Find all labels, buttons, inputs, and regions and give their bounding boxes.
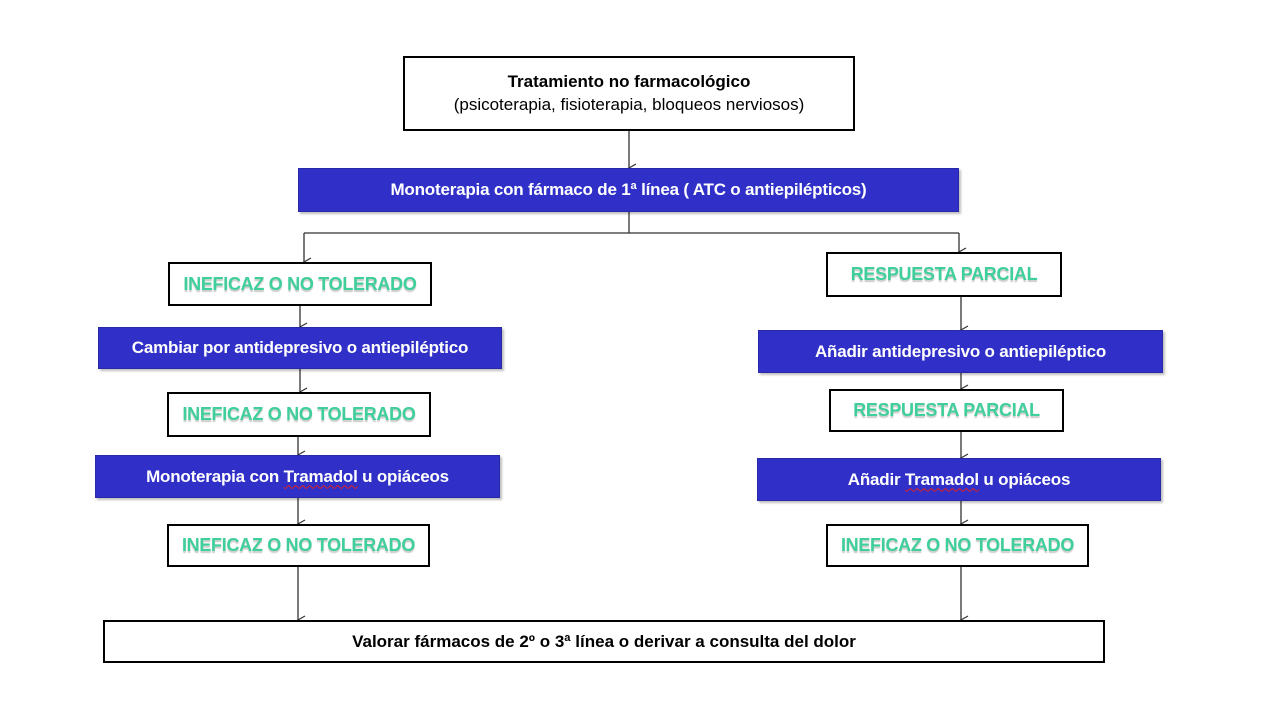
left-status-ineffective-2: INEFICAZ O NO TOLERADO (167, 392, 431, 437)
right-status-partial-2: RESPUESTA PARCIAL (829, 389, 1064, 432)
left-tramadol-monotherapy-box: Monoterapia con Tramadol u opiáceos (95, 455, 500, 498)
right-status-1-label: RESPUESTA PARCIAL (850, 264, 1038, 284)
non-pharmacological-treatment-box: Tratamiento no farmacológico (psicoterap… (403, 56, 855, 131)
left-tramadol-monotherapy-label: Monoterapia con Tramadol u opiáceos (146, 467, 449, 487)
right-add-tramadol-label: Añadir Tramadol u opiáceos (847, 469, 1071, 490)
right-add-drug-box: Añadir antidepresivo o antiepiléptico (758, 330, 1163, 373)
left-status-1-label: INEFICAZ O NO TOLERADO (183, 273, 417, 294)
left-step2-text-before: Monoterapia con (146, 466, 284, 486)
final-evaluate-refer-label: Valorar fármacos de 2º o 3ª línea o deri… (352, 631, 856, 651)
left-status-ineffective-3: INEFICAZ O NO TOLERADO (167, 524, 430, 567)
first-line-monotherapy-label: Monoterapia con fármaco de 1ª línea ( AT… (390, 180, 867, 199)
non-pharmacological-subtitle: (psicoterapia, fisioterapia, bloqueos ne… (453, 94, 805, 114)
non-pharmacological-title: Tratamiento no farmacológico (507, 71, 751, 91)
left-switch-drug-label: Cambiar por antidepresivo o antiepilépti… (131, 338, 469, 357)
right-step2-spellcheck-word: Tramadol (904, 469, 979, 489)
right-step2-text-before: Añadir (847, 469, 905, 489)
left-step2-text-after: u opiáceos (357, 466, 449, 486)
right-add-tramadol-box: Añadir Tramadol u opiáceos (757, 458, 1161, 501)
right-status-3-label: INEFICAZ O NO TOLERADO (840, 535, 1075, 555)
left-status-ineffective-1: INEFICAZ O NO TOLERADO (168, 262, 432, 306)
right-status-2-label: RESPUESTA PARCIAL (853, 400, 1040, 420)
right-status-ineffective-3: INEFICAZ O NO TOLERADO (826, 524, 1089, 567)
left-status-3-label: INEFICAZ O NO TOLERADO (181, 535, 416, 555)
final-evaluate-refer-box: Valorar fármacos de 2º o 3ª línea o deri… (103, 620, 1105, 663)
first-line-monotherapy-box: Monoterapia con fármaco de 1ª línea ( AT… (298, 168, 959, 212)
right-status-partial-1: RESPUESTA PARCIAL (826, 252, 1062, 297)
left-status-2-label: INEFICAZ O NO TOLERADO (182, 404, 416, 424)
left-step2-spellcheck-word: Tramadol (283, 466, 358, 486)
right-add-drug-label: Añadir antidepresivo o antiepiléptico (814, 341, 1107, 361)
right-step2-text-after: u opiáceos (978, 469, 1071, 489)
left-switch-drug-box: Cambiar por antidepresivo o antiepilépti… (98, 327, 502, 369)
